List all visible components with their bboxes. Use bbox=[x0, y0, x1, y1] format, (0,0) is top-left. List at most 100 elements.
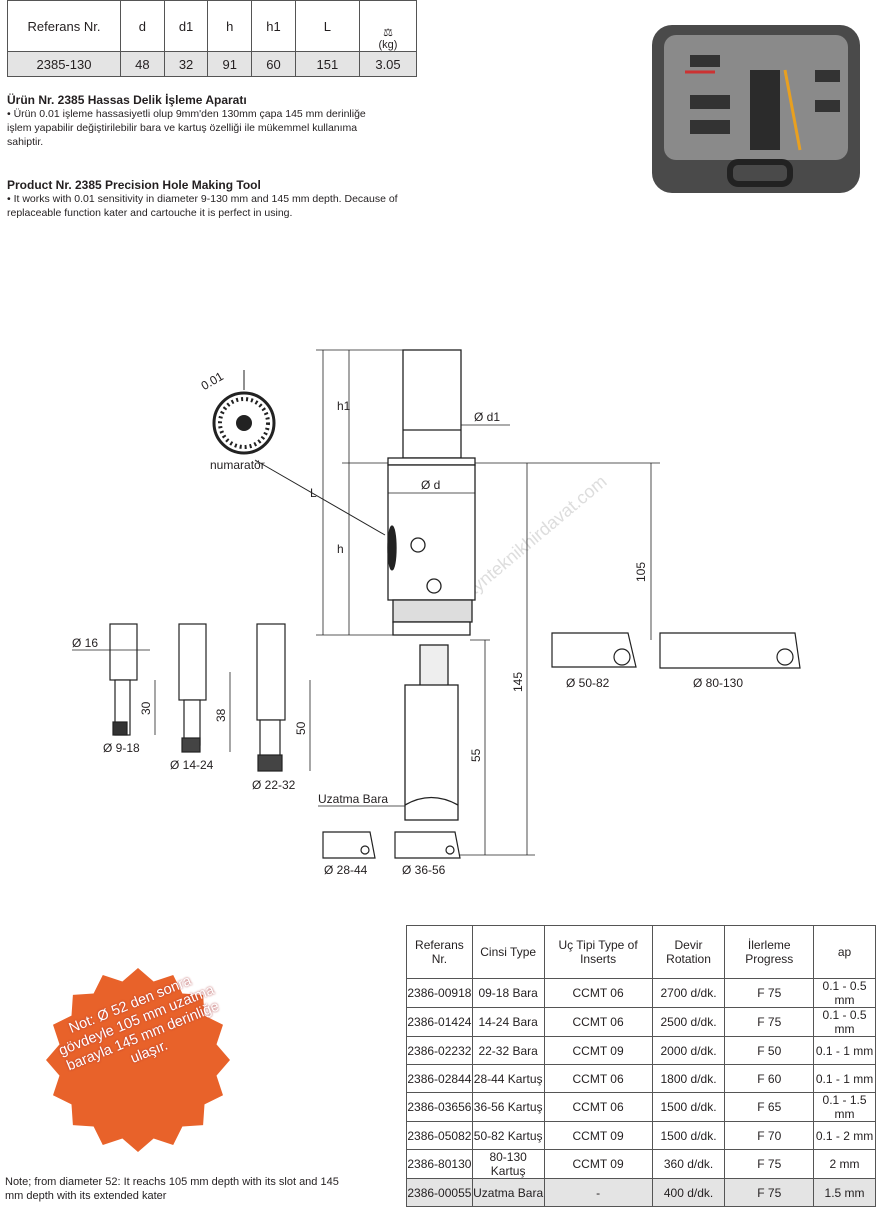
cell: 360 d/dk. bbox=[651, 1149, 726, 1179]
cart3-label: Ø 50-82 bbox=[566, 676, 610, 690]
col-header: İlerleme Progress bbox=[724, 925, 815, 979]
cell: 48 bbox=[120, 51, 165, 77]
cell: 32 bbox=[163, 51, 209, 77]
cell: 36-56 Kartuş bbox=[471, 1092, 545, 1122]
cell: F 75 bbox=[724, 1178, 815, 1207]
cell: 2386-00918 bbox=[406, 978, 473, 1008]
cell: 28-44 Kartuş bbox=[471, 1064, 545, 1093]
bar1-label: Ø 9-18 bbox=[103, 741, 140, 755]
cell: 2 mm bbox=[813, 1149, 876, 1179]
cell: CCMT 09 bbox=[543, 1036, 653, 1065]
dim-d: Ø d bbox=[421, 478, 440, 492]
cell: 22-32 Bara bbox=[471, 1036, 545, 1065]
cell: 151 bbox=[294, 51, 361, 77]
cart4-label: Ø 80-130 bbox=[693, 676, 743, 690]
boring-head bbox=[387, 349, 476, 821]
boring-bars bbox=[109, 623, 286, 772]
cell: 1500 d/dk. bbox=[651, 1092, 726, 1122]
cell: 50-82 Kartuş bbox=[471, 1121, 545, 1150]
cell: CCMT 09 bbox=[543, 1149, 653, 1179]
cell: 1.5 mm bbox=[813, 1178, 876, 1207]
cell: 80-130 Kartuş bbox=[471, 1149, 545, 1179]
cell: 0.1 - 1.5 mm bbox=[813, 1092, 876, 1122]
cell: 0.1 - 0.5 mm bbox=[813, 978, 876, 1008]
cell: CCMT 09 bbox=[543, 1121, 653, 1150]
dim-L: L bbox=[310, 486, 317, 500]
col-header: Referans Nr. bbox=[406, 925, 473, 979]
tr-body: • Ürün 0.01 işleme hassasiyetli olup 9mm… bbox=[7, 108, 366, 148]
cell: F 50 bbox=[724, 1036, 815, 1065]
cell: - bbox=[543, 1178, 653, 1207]
tr-description: Ürün Nr. 2385 Hassas Delik İşleme Aparat… bbox=[7, 93, 377, 149]
cell: 09-18 Bara bbox=[471, 978, 545, 1008]
tr-title: Ürün Nr. 2385 Hassas Delik İşleme Aparat… bbox=[7, 93, 247, 107]
col-header: L bbox=[294, 0, 361, 52]
cell: 2386-01424 bbox=[406, 1007, 473, 1037]
dial-icon bbox=[212, 370, 276, 455]
bar2-label: Ø 14-24 bbox=[170, 758, 214, 772]
cart1-label: Ø 28-44 bbox=[324, 863, 368, 877]
cell: F 70 bbox=[724, 1121, 815, 1150]
dim-dia16: Ø 16 bbox=[72, 636, 98, 650]
cell: 0.1 - 1 mm bbox=[813, 1064, 876, 1093]
dial-precision-label: 0.01 bbox=[199, 369, 227, 393]
col-header: ap bbox=[813, 925, 876, 979]
scale-icon: ⚖ bbox=[383, 27, 393, 39]
cart2-label: Ø 36-56 bbox=[402, 863, 446, 877]
bar1-length: 30 bbox=[139, 701, 153, 715]
dim-145: 145 bbox=[511, 672, 525, 692]
weight-header: ⚖(kg) bbox=[359, 0, 417, 52]
table-row: 2385-130 48 32 91 60 151 3.05 bbox=[7, 51, 417, 77]
cell: CCMT 06 bbox=[543, 1007, 653, 1037]
bar3-label: Ø 22-32 bbox=[252, 778, 296, 792]
cell: CCMT 06 bbox=[543, 1092, 653, 1122]
cell: 1500 d/dk. bbox=[651, 1121, 726, 1150]
en-description: Product Nr. 2385 Precision Hole Making T… bbox=[7, 178, 407, 220]
cell: 1800 d/dk. bbox=[651, 1064, 726, 1093]
cell: F 75 bbox=[724, 978, 815, 1008]
dim-h1: h1 bbox=[337, 399, 351, 413]
cell: Uzatma Bara bbox=[471, 1178, 545, 1207]
cell: 2386-80130 bbox=[406, 1149, 473, 1179]
cell: 3.05 bbox=[359, 51, 417, 77]
bar-dimension-lines bbox=[72, 649, 311, 771]
col-header: Devir Rotation bbox=[651, 925, 726, 979]
cell: 0.1 - 1 mm bbox=[813, 1036, 876, 1065]
cell: 60 bbox=[251, 51, 296, 77]
cell: CCMT 06 bbox=[543, 1064, 653, 1093]
dim-d1: Ø d1 bbox=[474, 410, 500, 424]
cell: 2386-02844 bbox=[406, 1064, 473, 1093]
bar3-length: 50 bbox=[294, 721, 308, 735]
dim-h: h bbox=[337, 542, 344, 556]
extension-label: Uzatma Bara bbox=[318, 792, 388, 806]
col-header: Cinsi Type bbox=[471, 925, 545, 979]
footnote: Note; from diameter 52: It reachs 105 mm… bbox=[5, 1176, 339, 1202]
cell: 91 bbox=[207, 51, 253, 77]
cell: 0.1 - 2 mm bbox=[813, 1121, 876, 1150]
dim-55: 55 bbox=[469, 748, 483, 762]
cell: 400 d/dk. bbox=[651, 1178, 726, 1207]
cell: 2000 d/dk. bbox=[651, 1036, 726, 1065]
cell: 0.1 - 0.5 mm bbox=[813, 1007, 876, 1037]
dim-105: 105 bbox=[634, 562, 648, 582]
col-header: Uç Tipi Type of Inserts bbox=[543, 925, 653, 979]
en-body: • It works with 0.01 sensitivity in diam… bbox=[7, 193, 398, 219]
cartridges bbox=[322, 632, 801, 859]
col-header: Referans Nr. bbox=[7, 0, 121, 52]
cell: F 65 bbox=[724, 1092, 815, 1122]
cell: 2500 d/dk. bbox=[651, 1007, 726, 1037]
product-case-photo bbox=[652, 25, 860, 193]
cell: F 75 bbox=[724, 1007, 815, 1037]
note-badge-shape bbox=[46, 968, 230, 1152]
